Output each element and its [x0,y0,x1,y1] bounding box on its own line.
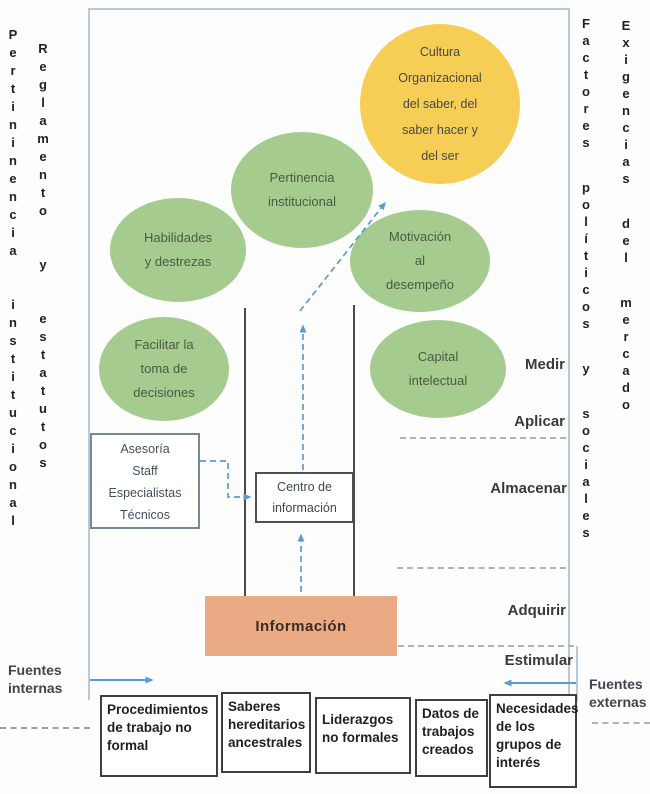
trunk-line-right [353,305,355,596]
bubble-cultura-organizacional: Cultura Organizacional del saber, del sa… [360,24,520,184]
dashed-line-almacenar [397,567,566,569]
trunk-line-left [244,308,246,596]
dashed-line-aplicar [400,437,566,439]
box-informacion: Información [205,596,397,656]
dashed-line-bottom-left [0,727,90,729]
bottom-box-datos: Datos de trabajos creados [415,699,488,777]
right-border-extension [576,646,578,702]
bottom-box-saberes: Saberes hereditarios ancestrales [221,692,311,773]
dashed-line-adquirir [398,645,574,647]
bubble-habilidades-destrezas: Habilidades y destrezas [110,198,246,302]
dashed-line-bottom-right [592,722,650,724]
bottom-box-procedimientos: Procedimientos de trabajo no formal [100,695,218,777]
label-fuentes-externas: Fuentes externas [589,676,647,710]
label-medir: Medir [524,356,565,373]
box-asesoria-staff: Asesoría Staff Especialistas Técnicos [90,433,200,529]
label-adquirir: Adquirir [507,602,566,619]
label-almacenar: Almacenar [490,480,567,497]
bubble-pertinencia-institucional: Pertinencia institucional [231,132,373,248]
bubble-capital-intelectual: Capital intelectual [370,320,506,418]
box-centro-informacion: Centro de información [255,472,354,523]
bottom-box-liderazgos: Liderazgos no formales [315,697,411,774]
label-estimular: Estimular [504,652,573,669]
label-fuentes-internas: Fuentes internas [8,662,63,696]
main-frame [88,8,570,700]
bottom-box-necesidades: Necesidades de los grupos de interés [489,694,579,788]
bubble-motivacion-desempeno: Motivación al desempeño [350,210,490,312]
bubble-facilitar-toma-decisiones: Facilitar la toma de decisiones [99,317,229,421]
label-aplicar: Aplicar [514,413,565,430]
